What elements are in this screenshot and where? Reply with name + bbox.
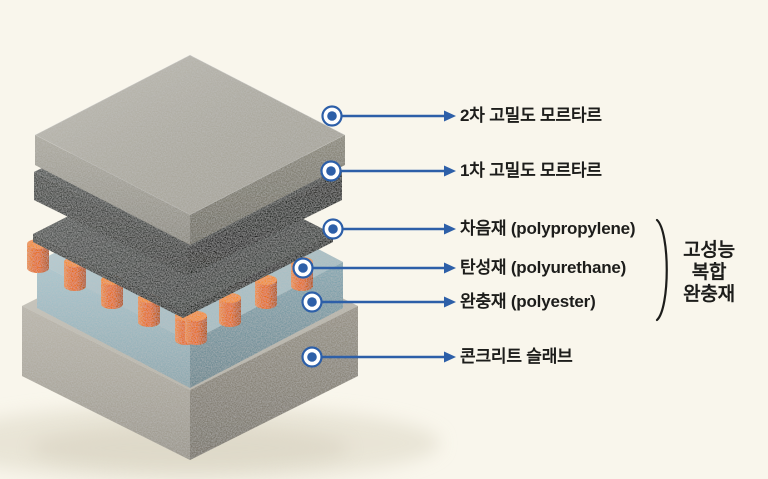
connector-mortar-1st (320, 160, 456, 182)
callout-label-mortar-2nd: 2차 고밀도 모르타르 (460, 106, 602, 125)
callout-label-sound-insulation: 차음재 (polypropylene) (460, 219, 636, 238)
connector-buffer-material (301, 291, 456, 313)
connector-elastic-material (292, 257, 456, 279)
layer-mortar-2nd (33, 54, 347, 245)
connector-mortar-2nd (321, 105, 456, 127)
callout-connectors (292, 105, 456, 368)
connector-concrete-slab (301, 346, 456, 368)
callout-label-concrete-slab: 콘크리트 슬래브 (460, 347, 573, 366)
anchor-dot-inner (327, 111, 337, 121)
callout-label-mortar-1st: 1차 고밀도 모르타르 (460, 161, 602, 180)
group-label-composite-buffer: 고성능 복합 완충재 (666, 240, 752, 306)
anchor-dot-inner (298, 263, 308, 273)
layer-stack (22, 54, 358, 460)
group-bracket (655, 218, 668, 322)
anchor-dot-inner (307, 352, 317, 362)
connector-sound-insulation (322, 218, 456, 240)
anchor-dot-inner (326, 166, 336, 176)
callout-label-elastic-material: 탄성재 (polyurethane) (460, 258, 627, 277)
group-label-line: 복합 (691, 262, 727, 283)
anchor-dot-inner (307, 297, 317, 307)
group-label-line: 완충재 (683, 284, 735, 305)
group-label-line: 고성능 (683, 240, 735, 261)
callout-label-buffer-material: 완충재 (polyester) (460, 292, 596, 311)
anchor-dot-inner (328, 224, 338, 234)
